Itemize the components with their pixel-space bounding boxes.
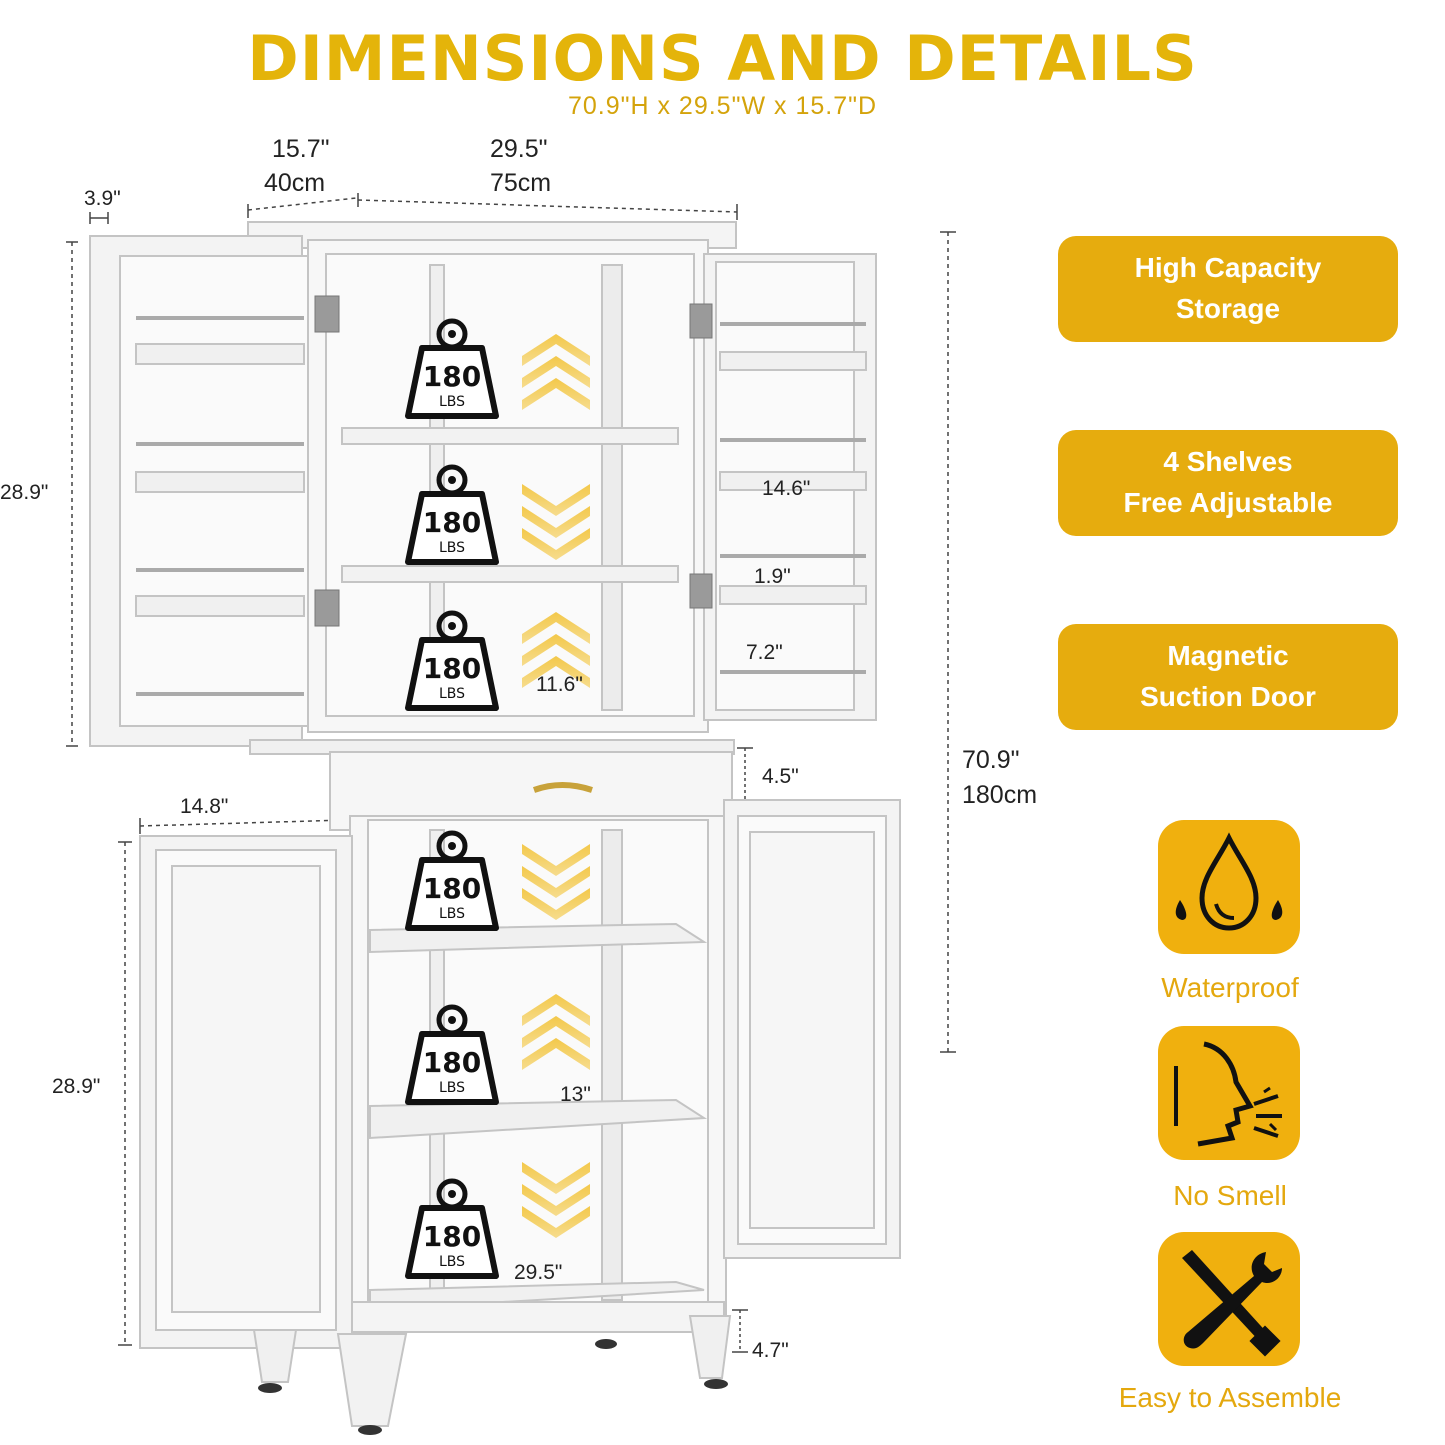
chevron-0-1 [522,356,590,388]
rack-spacing-label: 7.2" [746,641,783,664]
width-cm-label: 75cm [490,169,552,197]
upper-height-label: 28.9" [0,481,49,504]
chevron-3-1 [522,866,590,898]
chevron-0-0 [522,334,590,366]
lower-height-label: 28.9" [52,1075,101,1098]
chevron-4-0 [522,994,590,1026]
chevron-5-1 [522,1184,590,1216]
leg-height-label: 4.7" [752,1339,789,1362]
weight-unit: LBS [439,1254,465,1270]
weight-value: 180 [423,652,481,685]
weight-value: 180 [423,872,481,905]
chevron-5-0 [522,1162,590,1194]
chevron-4-2 [522,1038,590,1070]
page-title: DIMENSIONS AND DETAILS [247,22,1198,95]
depth-inch-label: 15.7" [272,135,330,163]
weight-unit: LBS [439,394,465,410]
rack-depth-label: 1.9" [754,565,791,588]
chevron-3-2 [522,888,590,920]
drawer-height-label: 4.5" [762,765,799,788]
easy-assemble-label: Easy to Assemble [1118,1382,1342,1413]
chevron-2-0 [522,612,590,644]
chevron-1-2 [522,528,590,560]
weight-value: 180 [423,360,481,393]
chevron-3-0 [522,844,590,876]
page-subtitle: 70.9"H x 29.5"W x 15.7"D [567,92,878,120]
weight-unit: LBS [439,1080,465,1096]
chevron-0-2 [522,378,590,410]
weight-unit: LBS [439,540,465,556]
lower-cabinet [139,799,901,1427]
weight-value: 180 [423,1220,481,1253]
leg-feet [258,1339,728,1435]
upper-cabinet [89,221,877,747]
lower-door-width-label: 14.8" [180,795,229,818]
total-height-inch-label: 70.9" [962,746,1020,774]
weight-value: 180 [423,1046,481,1079]
lower-shelf-depth-label: 13" [560,1083,591,1106]
feature-adjustable-shelves: 4 Shelves Free Adjustable [1058,430,1398,536]
width-inch-label: 29.5" [490,135,548,163]
rack-width-label: 14.6" [762,477,811,500]
feature-magnetic-door: Magnetic Suction Door [1058,624,1398,730]
upper-shelf-depth-label: 11.6" [536,673,583,696]
weight-unit: LBS [439,686,465,702]
chevron-2-1 [522,634,590,666]
weight-unit: LBS [439,906,465,922]
inner-width-label: 29.5" [514,1261,563,1284]
waterproof-label: Waterproof [1161,972,1299,1003]
door-depth-label: 3.9" [84,187,121,210]
no-smell-label: No Smell [1173,1180,1287,1211]
chevron-1-0 [522,484,590,516]
chevron-1-1 [522,506,590,538]
adjustable-shelf-chevrons [522,334,590,1238]
chevron-5-2 [522,1206,590,1238]
chevron-2-2 [522,656,590,688]
depth-cm-label: 40cm [264,169,326,197]
chevron-4-1 [522,1016,590,1048]
weight-value: 180 [423,506,481,539]
total-height-cm-label: 180cm [962,781,1038,809]
no-smell-icon [1158,1026,1300,1160]
feature-high-capacity: High Capacity Storage [1058,236,1398,342]
water-drop-icon [1158,820,1300,954]
tools-icon [1158,1232,1300,1366]
